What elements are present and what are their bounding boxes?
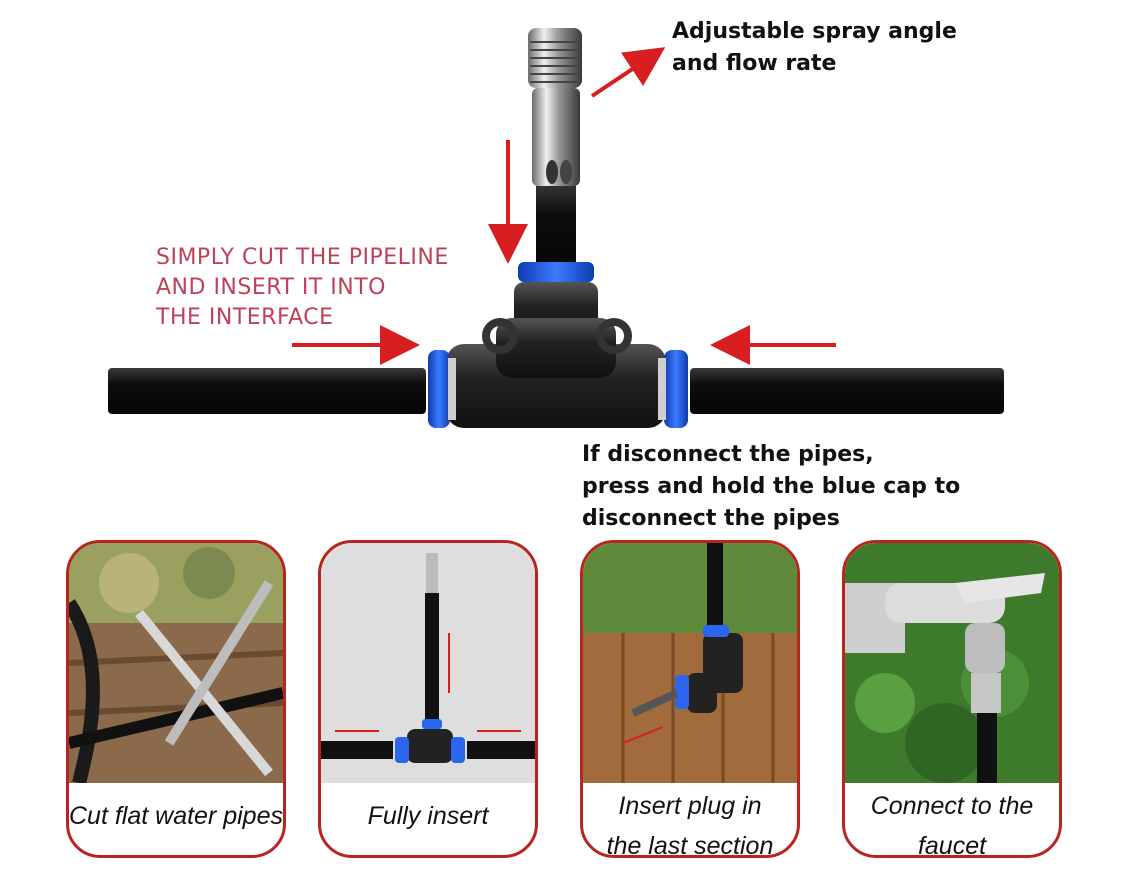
spray-callout-line2: and flow rate <box>672 51 837 76</box>
step-caption: Cut flat water pipes <box>69 796 283 836</box>
spray-arrow-icon <box>590 47 666 98</box>
disconnect-callout-line3: disconnect the pipes <box>582 506 840 531</box>
step-caption: Connect to the faucet <box>845 786 1059 858</box>
cut-callout-line2: AND INSERT IT INTO <box>156 275 386 300</box>
nozzle-icon <box>528 28 582 186</box>
step-caption-line1: Connect to the <box>870 792 1034 820</box>
faucet-photo <box>845 543 1059 783</box>
spray-callout: Adjustable spray angle and flow rate <box>672 16 957 80</box>
step-caption-line1: Fully insert <box>367 802 489 830</box>
insert-plug-photo <box>583 543 797 783</box>
left-pipe <box>108 368 426 414</box>
cut-callout-line3: THE INTERFACE <box>156 305 334 330</box>
step-card-faucet: Connect to the faucet <box>842 540 1062 858</box>
step-card-cut: Cut flat water pipes <box>66 540 286 858</box>
disconnect-callout-line2: press and hold the blue cap to <box>582 474 961 499</box>
tee-connector-diagram <box>108 28 1004 428</box>
step-card-insert: Fully insert <box>318 540 538 858</box>
cut-pipe-photo <box>69 543 283 783</box>
step-caption-line2: faucet <box>917 832 987 858</box>
cut-callout-line1: SIMPLY CUT THE PIPELINE <box>156 245 449 270</box>
disconnect-callout-line1: If disconnect the pipes, <box>582 442 874 467</box>
step-caption: Fully insert <box>321 796 535 836</box>
step-caption-line2: the last section <box>606 832 774 858</box>
right-pipe <box>690 368 1004 414</box>
step-caption-line1: Cut flat water pipes <box>69 802 283 830</box>
hero-illustration <box>108 28 1004 428</box>
disconnect-callout: If disconnect the pipes, press and hold … <box>582 439 960 535</box>
cut-callout: SIMPLY CUT THE PIPELINE AND INSERT IT IN… <box>156 243 449 333</box>
step-caption-line1: Insert plug in <box>618 792 762 820</box>
spray-callout-line1: Adjustable spray angle <box>672 19 957 44</box>
step-card-plug: Insert plug in the last section <box>580 540 800 858</box>
fully-insert-photo <box>321 543 535 783</box>
step-caption: Insert plug in the last section <box>583 786 797 858</box>
tee-connector-icon <box>428 262 688 428</box>
